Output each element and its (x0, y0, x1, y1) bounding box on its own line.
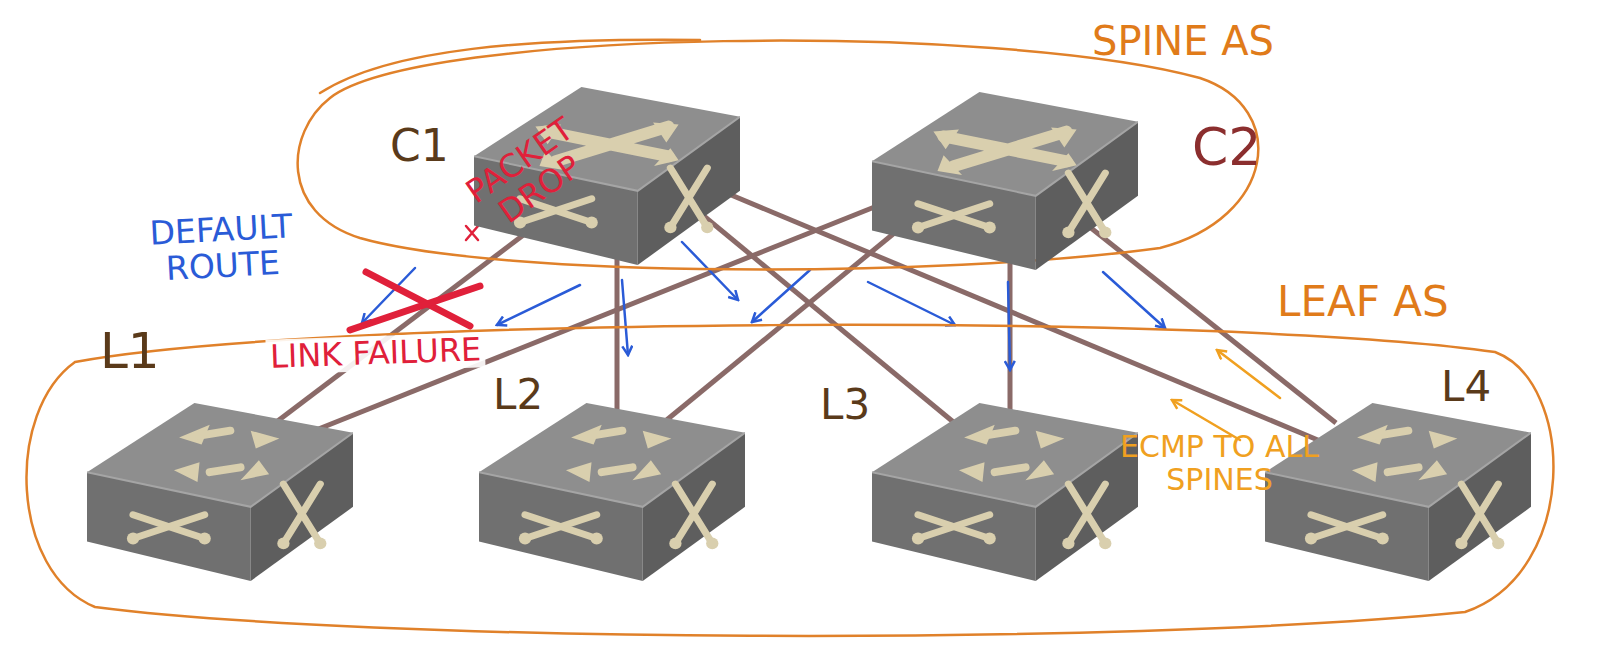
switch-icon (87, 403, 353, 581)
ecmp-arrows (1172, 350, 1280, 440)
switch-name: L2 (493, 373, 543, 417)
switch-name: L1 (100, 325, 160, 378)
default-route-note: DEFAULT ROUTE (120, 207, 324, 290)
leaf-as-region: LEAF ASL1L2L3L4 (15, 322, 1575, 640)
leaf-switch: L3 (872, 403, 1138, 581)
spine-as-region: SPINE ASC1C2 (300, 38, 1265, 266)
region-label: LEAF AS (1277, 280, 1449, 324)
switch-icon (872, 92, 1138, 270)
link-line (1008, 262, 1013, 413)
link-failure-note: LINK FAILURE (265, 332, 485, 375)
switch-name: C1 (390, 123, 449, 169)
switch-icon (479, 403, 745, 581)
ecmp-note: ECMP TO ALL SPINES (1112, 430, 1327, 496)
region-label: SPINE AS (1092, 20, 1274, 62)
leaf-switch: L1 (87, 403, 353, 581)
switch-icon (872, 403, 1138, 581)
leaf-switch: L2 (479, 403, 745, 581)
switch-name: L3 (820, 383, 870, 427)
link-line (615, 259, 620, 413)
spine-switch: C2 (872, 92, 1138, 270)
switch-name: L4 (1441, 365, 1491, 409)
switch-name: C2 (1192, 120, 1261, 175)
link-failure-cross (350, 272, 480, 330)
